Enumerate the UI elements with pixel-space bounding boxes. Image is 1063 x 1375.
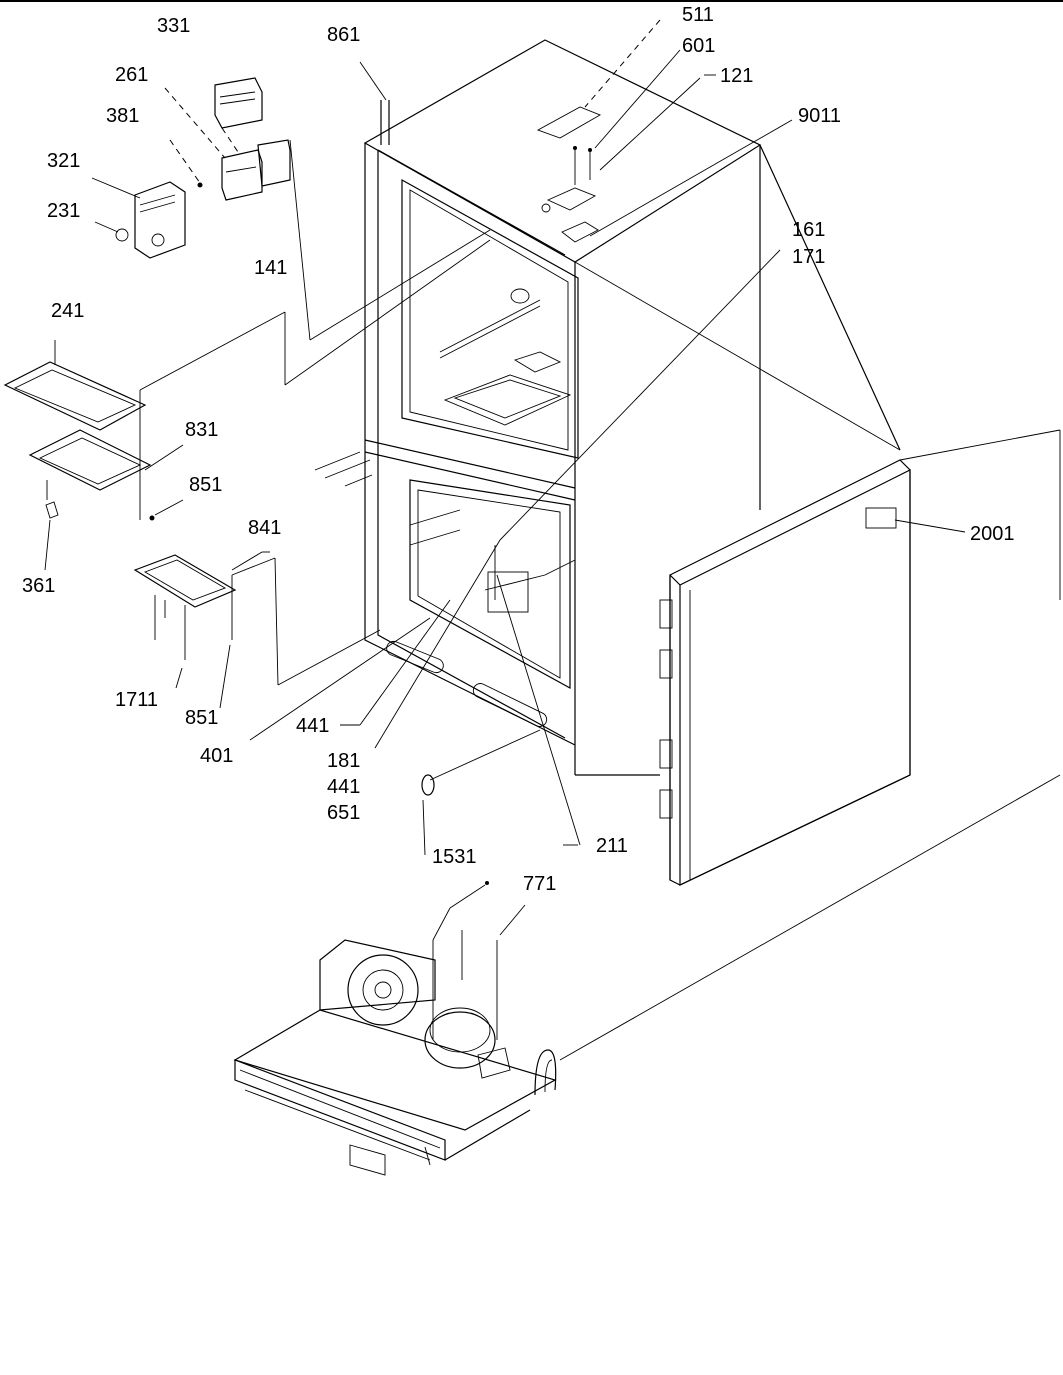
part-label-841: 841 — [248, 517, 282, 539]
part-label-181: 181 — [327, 750, 361, 772]
part-label-401: 401 — [200, 745, 234, 767]
door-panel — [559, 429, 1061, 1061]
part-label-851-upper: 851 — [189, 474, 223, 496]
part-label-441-left: 441 — [296, 715, 330, 737]
drain-tube — [421, 774, 435, 796]
part-label-171: 171 — [792, 246, 826, 268]
part-label-211: 211 — [596, 835, 628, 857]
part-label-331: 331 — [157, 15, 191, 37]
top-hinge-assembly — [536, 19, 793, 243]
part-label-601: 601 — [682, 35, 716, 57]
part-label-121: 121 — [720, 65, 754, 87]
part-label-2001: 2001 — [970, 523, 1015, 545]
lower-shelf-assembly — [133, 551, 381, 709]
part-label-9011: 9011 — [798, 105, 842, 127]
part-label-1531: 1531 — [432, 846, 477, 868]
part-label-861: 861 — [327, 24, 361, 46]
part-label-441-stack: 441 — [327, 776, 361, 798]
evaporator-cover-assembly — [3, 239, 491, 571]
top-border-line — [0, 0, 1063, 2]
leader-lines — [249, 249, 966, 856]
refrigerator-cabinet — [363, 39, 901, 776]
divider-screws — [314, 451, 373, 487]
part-label-831: 831 — [185, 419, 219, 441]
part-label-1711: 1711 — [115, 689, 159, 711]
cabinet-pin — [359, 61, 390, 145]
control-module-parts — [91, 77, 491, 341]
part-label-161: 161 — [792, 219, 826, 241]
machine-compartment-assembly — [233, 881, 557, 1176]
part-label-321: 321 — [47, 150, 81, 172]
part-label-851-lower: 851 — [185, 707, 219, 729]
part-label-361: 361 — [22, 575, 56, 597]
part-label-511: 511 — [682, 4, 714, 26]
part-label-231: 231 — [47, 200, 81, 222]
part-label-771: 771 — [523, 873, 557, 895]
part-label-381: 381 — [106, 105, 140, 127]
part-label-651: 651 — [327, 802, 361, 824]
part-label-141: 141 — [254, 257, 288, 279]
part-label-241: 241 — [51, 300, 85, 322]
part-label-261: 261 — [115, 64, 149, 86]
